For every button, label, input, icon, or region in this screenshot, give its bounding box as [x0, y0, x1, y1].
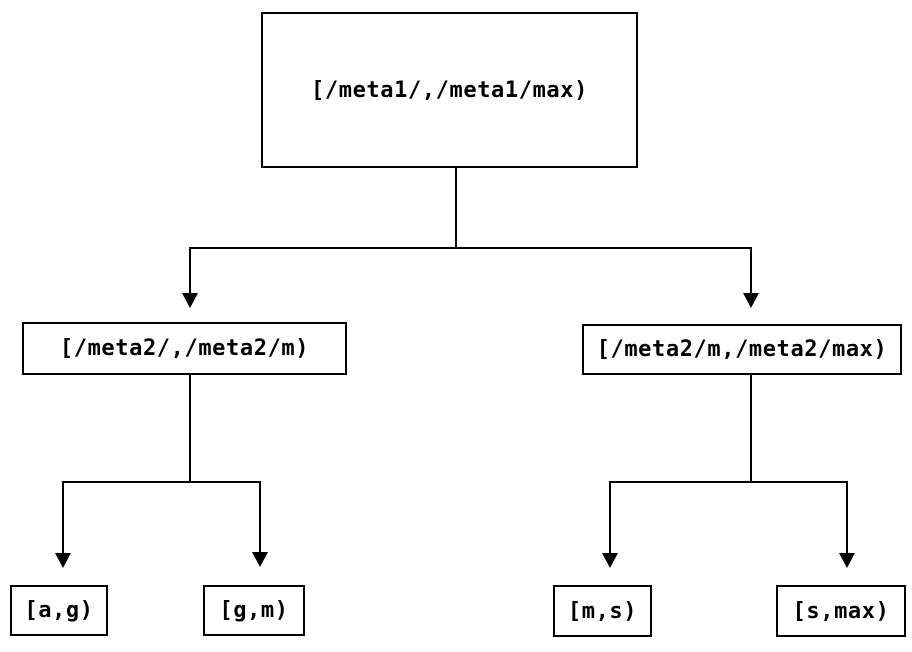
- node-leaf-ms: [m,s): [553, 585, 652, 637]
- node-root-label: [/meta1/,/meta1/max): [311, 77, 588, 103]
- edge-level2-left-to-leaf-ag: [62, 375, 191, 553]
- node-level2-left: [/meta2/,/meta2/m): [22, 322, 347, 375]
- node-leaf-ms-label: [m,s): [567, 598, 638, 624]
- node-leaf-ag-label: [a,g): [24, 598, 94, 623]
- node-leaf-smax: [s,max): [776, 585, 906, 637]
- arrowhead-to-level2-right: [743, 293, 759, 308]
- node-root: [/meta1/,/meta1/max): [261, 12, 638, 168]
- node-leaf-gm-label: [g,m): [219, 598, 289, 623]
- node-level2-right: [/meta2/m,/meta2/max): [582, 324, 902, 375]
- node-level2-right-label: [/meta2/m,/meta2/max): [596, 337, 888, 362]
- arrowhead-to-level2-left: [182, 293, 198, 308]
- edge-root-to-level2-right: [455, 168, 752, 293]
- node-level2-left-label: [/meta2/,/meta2/m): [59, 336, 310, 361]
- arrowhead-to-leaf-ms: [602, 553, 618, 568]
- edge-level2-right-to-leaf-ms: [609, 375, 752, 553]
- edge-level2-right-to-leaf-smax: [750, 375, 848, 553]
- edge-root-to-level2-left: [189, 168, 457, 293]
- node-leaf-gm: [g,m): [203, 585, 305, 636]
- arrowhead-to-leaf-ag: [55, 553, 71, 568]
- arrowhead-to-leaf-gm: [252, 552, 268, 567]
- node-leaf-smax-label: [s,max): [792, 598, 890, 624]
- edge-level2-left-to-leaf-gm: [189, 375, 261, 552]
- node-leaf-ag: [a,g): [10, 585, 108, 636]
- arrowhead-to-leaf-smax: [839, 553, 855, 568]
